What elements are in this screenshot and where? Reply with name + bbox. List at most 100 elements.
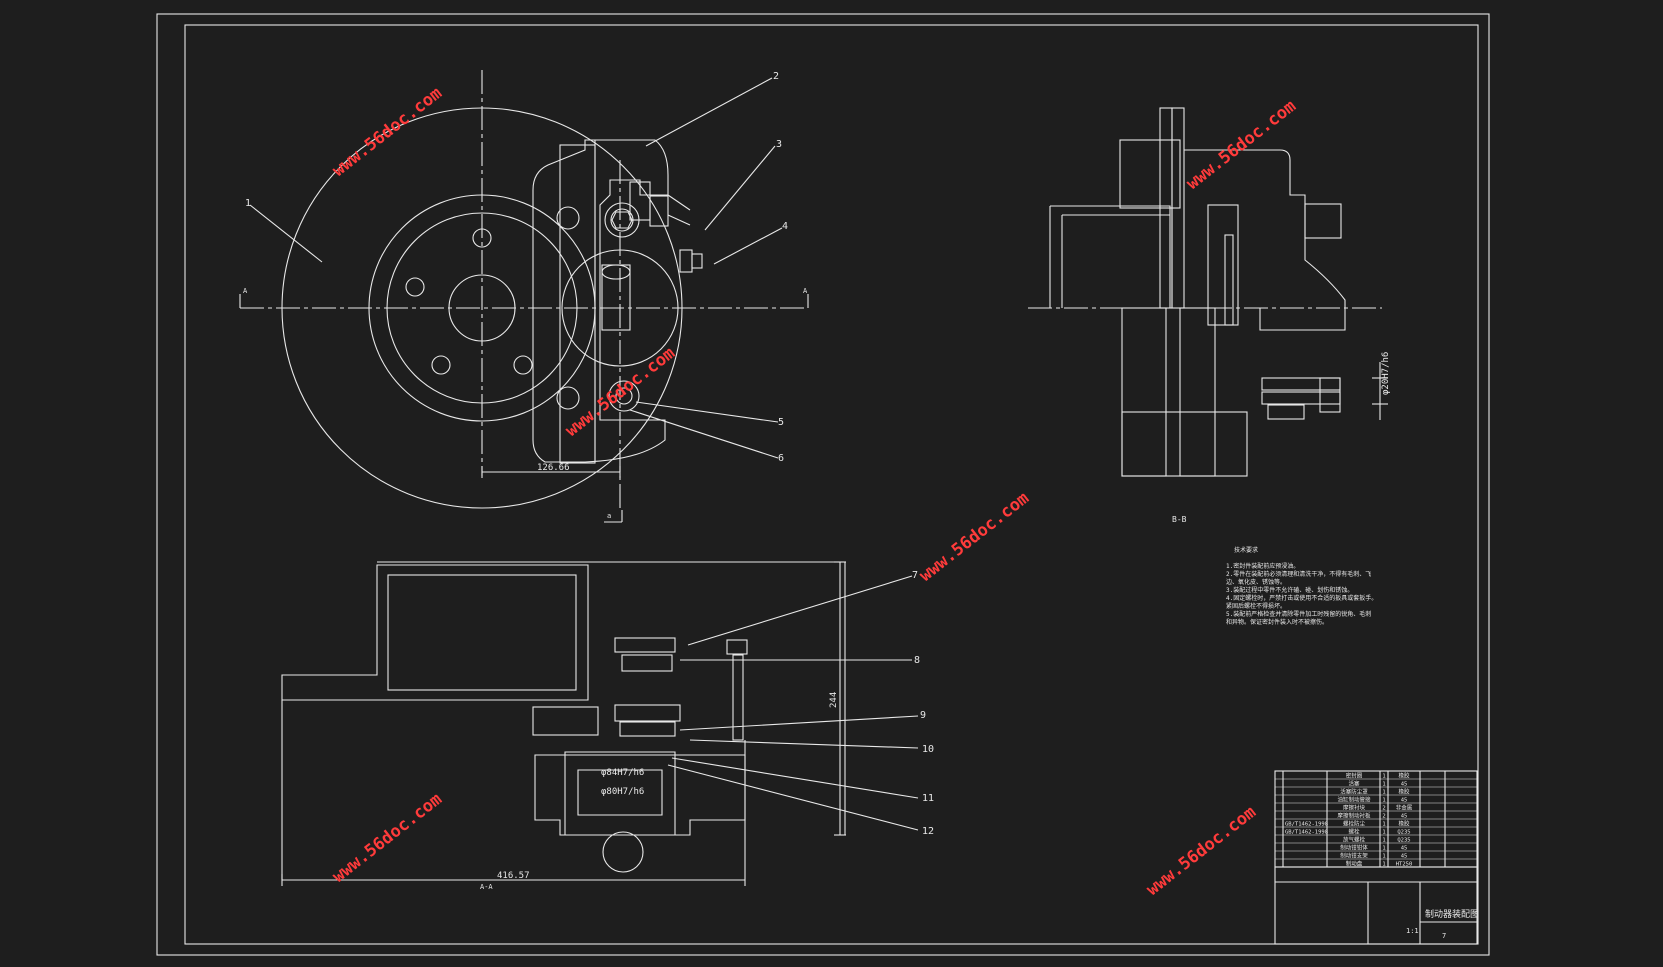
outer-border — [156, 13, 1490, 956]
tech-line: 4.固定螺栓时，严禁打击或使用不合适的扳具或套扳手。 — [1226, 594, 1377, 602]
leader-7 — [687, 575, 913, 646]
caliper-web — [559, 144, 596, 464]
nut-section — [1267, 404, 1305, 420]
bolt-hole — [513, 355, 533, 375]
leader-2 — [645, 77, 773, 147]
drawing-sheet-number: 7 — [1442, 932, 1446, 940]
dim-height: 244 — [829, 692, 839, 708]
bleeder-screw — [691, 253, 703, 269]
piston-section — [1207, 204, 1239, 326]
cylinder-bore — [564, 751, 676, 836]
tech-line: 1.密封件装配前应预浸油。 — [1226, 562, 1299, 570]
disc-plate — [1171, 107, 1185, 309]
bom-cell-material: Q235 — [1397, 838, 1410, 844]
balloon-4: 4 — [782, 221, 788, 232]
tech-line: 3.装配过程中零件不允许磕、碰、划伤和锈蚀。 — [1226, 586, 1353, 594]
bom-cell-code: GB/T1462-1998 — [1285, 830, 1328, 836]
bom-cell-name: 摩擦衬块 — [1343, 804, 1366, 812]
bom-cell-material: 45 — [1401, 798, 1408, 804]
housing-cavity — [387, 574, 577, 691]
balloon-1: 1 — [245, 198, 251, 209]
bom-cell-name: 制动钳支架 — [1340, 852, 1368, 860]
bom-cell-material: 橡胶 — [1398, 788, 1410, 796]
dim-bottom-width: 416.57 — [497, 871, 530, 881]
dim-fit-2: φ80H7/h6 — [601, 787, 644, 797]
bom-cell-material: HT250 — [1396, 862, 1413, 868]
piston-bore — [577, 769, 663, 816]
bom-cell-material: 45 — [1401, 846, 1408, 852]
bom-cell-material: 45 — [1401, 782, 1408, 788]
balloon-2: 2 — [773, 71, 779, 82]
section-aa-view — [281, 561, 919, 886]
bom-cell-material: 橡胶 — [1398, 772, 1410, 780]
pin-head — [726, 639, 748, 655]
bleed-port — [1304, 203, 1342, 239]
pad-section — [1224, 234, 1234, 326]
bom-cell-name: 密封圈 — [1346, 772, 1363, 780]
balloon-11: 11 — [922, 793, 934, 804]
bom-cell-material: 45 — [1401, 814, 1408, 820]
hex-socket — [611, 211, 633, 229]
bom-cell-qty: 1 — [1382, 798, 1385, 804]
bolt-hole — [431, 355, 451, 375]
inner-border — [184, 24, 1479, 945]
drawing-scale: 1:1 — [1406, 927, 1419, 935]
section-bb-view — [1028, 107, 1388, 477]
bom-cell-material: 非金属 — [1396, 804, 1413, 812]
piston-ring — [619, 721, 676, 737]
balloon-12: 12 — [922, 826, 934, 837]
tech-line: 紧固后螺栓不得损坏。 — [1226, 602, 1286, 610]
bom-cell-name: 活塞防尘罩 — [1340, 788, 1368, 796]
bolt-hole — [405, 277, 425, 297]
piston-ring — [621, 654, 673, 672]
bom-cell-qty: 1 — [1382, 846, 1385, 852]
mount-hole — [556, 386, 580, 410]
bom-cell-code: GB/T1462-1998 — [1285, 822, 1328, 828]
balloon-8: 8 — [914, 655, 920, 666]
leader-4 — [713, 227, 783, 265]
dim-fit-1: φ84H7/h6 — [601, 768, 644, 778]
tech-line: 边、氧化皮、锈蚀等。 — [1226, 578, 1286, 586]
view-label-bb: B-B — [1172, 515, 1187, 524]
dim-fit-b: φ20H7/h6 — [1381, 352, 1391, 395]
balloon-6: 6 — [778, 453, 784, 464]
tech-line: 2.零件在装配前必须清理和清洗干净，不得有毛刺、飞 — [1226, 570, 1371, 578]
balloon-3: 3 — [776, 139, 782, 150]
caliper-body — [532, 139, 669, 463]
tech-title: 技术要求 — [1234, 546, 1258, 554]
bom-cell-qty: 1 — [1382, 830, 1385, 836]
balloon-5: 5 — [778, 417, 784, 428]
piston-cap — [614, 637, 676, 653]
dim-top-width: 126.66 — [537, 463, 570, 473]
bom-cell-name: 螺栓 — [1348, 828, 1360, 836]
bom-cell-name: 制动钳钳体 — [1340, 844, 1368, 852]
leader-1 — [249, 204, 323, 263]
bom-cell-name: 油缸制动管接 — [1337, 796, 1371, 804]
leader-6 — [629, 409, 779, 459]
bom-cell-name: 制动盘 — [1346, 860, 1363, 868]
bom-cell-qty: 1 — [1382, 838, 1385, 844]
section-mark-a-left: A — [243, 287, 248, 295]
bom-cell-qty: 1 — [1382, 862, 1385, 868]
pin — [732, 654, 744, 741]
bom-row: 制动钳钳体 1 45 — [1340, 844, 1407, 852]
upper-block — [1119, 139, 1181, 209]
tech-line: 5.装配前严格检查并清除零件加工时残留的锐角、毛刺 — [1226, 610, 1371, 618]
bom-cell-name: 活塞 — [1348, 780, 1360, 788]
leader-10 — [689, 739, 919, 749]
inner-block — [532, 706, 599, 736]
bom-row: 油缸制动管接 1 45 — [1337, 796, 1407, 804]
bleed-block — [649, 195, 669, 227]
tech-requirements: 技术要求 1.密封件装配前应预浸油。 2.零件在装配前必须清理和清洗干净，不得有… — [1226, 546, 1377, 626]
bom-cell-material: 45 — [1401, 854, 1408, 860]
hub-section — [1049, 205, 1171, 308]
